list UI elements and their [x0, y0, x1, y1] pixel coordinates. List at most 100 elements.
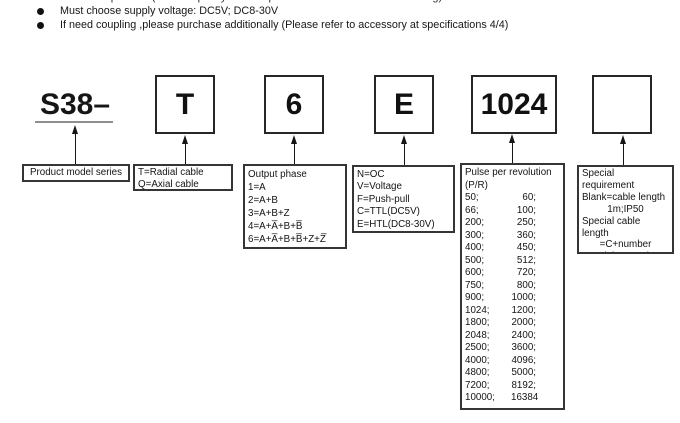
- desc-special-requirement: Special requirement Blank=cable length 1…: [577, 165, 674, 254]
- up-arrow-icon: [181, 135, 188, 144]
- ppr-value: 1024;: [465, 304, 490, 316]
- ppr-value: 4000;: [465, 354, 490, 366]
- ppr-value: 360;: [516, 229, 536, 241]
- ppr-row: 2500; 3600;: [465, 342, 560, 355]
- desc-product-series-label: Product model series: [29, 167, 123, 178]
- ppr-value: 16384: [511, 392, 539, 403]
- phase-option: 1=A: [248, 182, 266, 193]
- note-coupling: If need coupling ,please purchase additi…: [60, 19, 509, 31]
- ppr-row: 4000; 4096;: [465, 355, 560, 368]
- ppr-value: 60;: [522, 192, 536, 203]
- ppr-value: 50;: [465, 192, 479, 203]
- ppr-row: 500; 512;: [465, 255, 560, 268]
- desc-product-series: Product model series: [22, 164, 130, 182]
- ppr-value: 720;: [516, 267, 536, 278]
- ppr-row: 4800; 5000;: [465, 367, 560, 380]
- code-box-pulse-per-revolution: 1024: [471, 75, 557, 134]
- cable-option: Q=Axial cable: [138, 178, 199, 190]
- model-prefix-underline: [35, 121, 113, 123]
- phase-option: 4=A+A̅+B+B̅: [248, 221, 303, 232]
- bullet-icon: [37, 22, 44, 29]
- note-supply-voltage: Must choose supply voltage: DC5V; DC8-30…: [60, 5, 279, 17]
- connector-line: [293, 143, 295, 164]
- phase-option: 3=A+B+Z: [248, 208, 290, 219]
- output-phase-title: Output phase: [248, 169, 307, 180]
- special-line: Special protection: [582, 251, 669, 252]
- ppr-row: 600; 720;: [465, 267, 560, 280]
- ppr-value: 2500;: [465, 342, 490, 353]
- connector-line: [511, 142, 513, 163]
- ppr-title: Pulse per revolution: [465, 167, 552, 178]
- ppr-value: 300;: [465, 229, 485, 241]
- ppr-row: 400; 450;: [465, 242, 560, 255]
- code-box-cable-type: T: [155, 75, 215, 134]
- ppr-row: 50; 60;: [465, 192, 560, 205]
- special-line: Special cable length: [582, 215, 641, 239]
- connector-line: [403, 143, 405, 165]
- model-prefix: S38–: [39, 88, 111, 121]
- connector-line: [74, 133, 76, 164]
- ppr-value: 512;: [516, 254, 536, 266]
- signal-option: V=Voltage: [357, 181, 402, 193]
- ppr-row: 200; 250;: [465, 217, 560, 230]
- up-arrow-icon: [619, 135, 626, 144]
- code-box-output-signal: E: [374, 75, 434, 134]
- ppr-value: 500;: [465, 254, 485, 266]
- signal-option: N=OC: [357, 169, 385, 180]
- code-box-special-requirement: [592, 75, 652, 134]
- clipped-text-line: Model composition (Please specify the co…: [57, 0, 442, 3]
- connector-line: [622, 143, 624, 165]
- ppr-value: 800;: [516, 279, 536, 291]
- ppr-value: 450;: [516, 242, 536, 253]
- special-line: 1m;IP50: [607, 203, 644, 215]
- ppr-value: 900;: [465, 292, 485, 303]
- special-line: Blank=cable length: [582, 191, 666, 203]
- special-title: Special requirement: [582, 168, 635, 191]
- ppr-row: 66; 100;: [465, 205, 560, 218]
- connector-line: [184, 143, 186, 164]
- ppr-value: 2000;: [511, 317, 536, 328]
- ppr-value: 2400;: [511, 329, 536, 341]
- ppr-value: 1800;: [465, 317, 490, 328]
- ppr-row: 1024; 1200;: [465, 305, 560, 318]
- ppr-value: 10000;: [465, 392, 495, 403]
- special-line: =C+number: [599, 239, 652, 251]
- desc-output-phase: Output phase 1=A 2=A+B 3=A+B+Z 4=A+A̅+B+…: [243, 164, 347, 249]
- ppr-value: 3600;: [511, 342, 536, 353]
- phase-option: 6=A+A̅+B+B̅+Z+Z̅: [248, 234, 326, 245]
- desc-cable-type: T=Radial cable Q=Axial cable: [133, 164, 233, 191]
- ppr-value: 7200;: [465, 379, 490, 391]
- ppr-row: 1800; 2000;: [465, 317, 560, 330]
- code-box-output-phase: 6: [264, 75, 324, 134]
- signal-option: E=HTL(DC8-30V): [357, 218, 435, 230]
- cable-option: T=Radial cable: [138, 167, 204, 178]
- ppr-row: 900; 1000;: [465, 292, 560, 305]
- up-arrow-icon: [71, 125, 78, 134]
- ppr-value: 2048;: [465, 329, 490, 341]
- ppr-value: 200;: [465, 217, 485, 228]
- ppr-value: 100;: [516, 204, 536, 216]
- ppr-row: 7200; 8192;: [465, 380, 560, 393]
- ppr-value: 750;: [465, 279, 485, 291]
- ppr-value: 4800;: [465, 367, 490, 378]
- ppr-value: 5000;: [511, 367, 536, 378]
- ppr-value: 8192;: [511, 379, 536, 391]
- desc-pulse-per-revolution: Pulse per revolution (P/R) 50; 60; 66; 100…: [460, 163, 565, 410]
- up-arrow-icon: [400, 135, 407, 144]
- phase-option: 2=A+B: [248, 195, 278, 206]
- ppr-value: 4096;: [511, 354, 536, 366]
- ppr-value: 250;: [516, 217, 536, 228]
- ppr-value: 1000;: [511, 292, 536, 303]
- ppr-value: 66;: [465, 204, 479, 216]
- up-arrow-icon: [290, 135, 297, 144]
- ppr-row: 750; 800;: [465, 280, 560, 293]
- ppr-value: 400;: [465, 242, 485, 253]
- ppr-value: 600;: [465, 267, 485, 278]
- ppr-value: 1200;: [511, 304, 536, 316]
- ppr-unit: (P/R): [465, 179, 488, 191]
- ppr-row: 300; 360;: [465, 230, 560, 243]
- up-arrow-icon: [508, 134, 515, 143]
- signal-option: C=TTL(DC5V): [357, 206, 420, 218]
- clipped-text-remnant: Model composition (Please specify the co…: [57, 0, 469, 4]
